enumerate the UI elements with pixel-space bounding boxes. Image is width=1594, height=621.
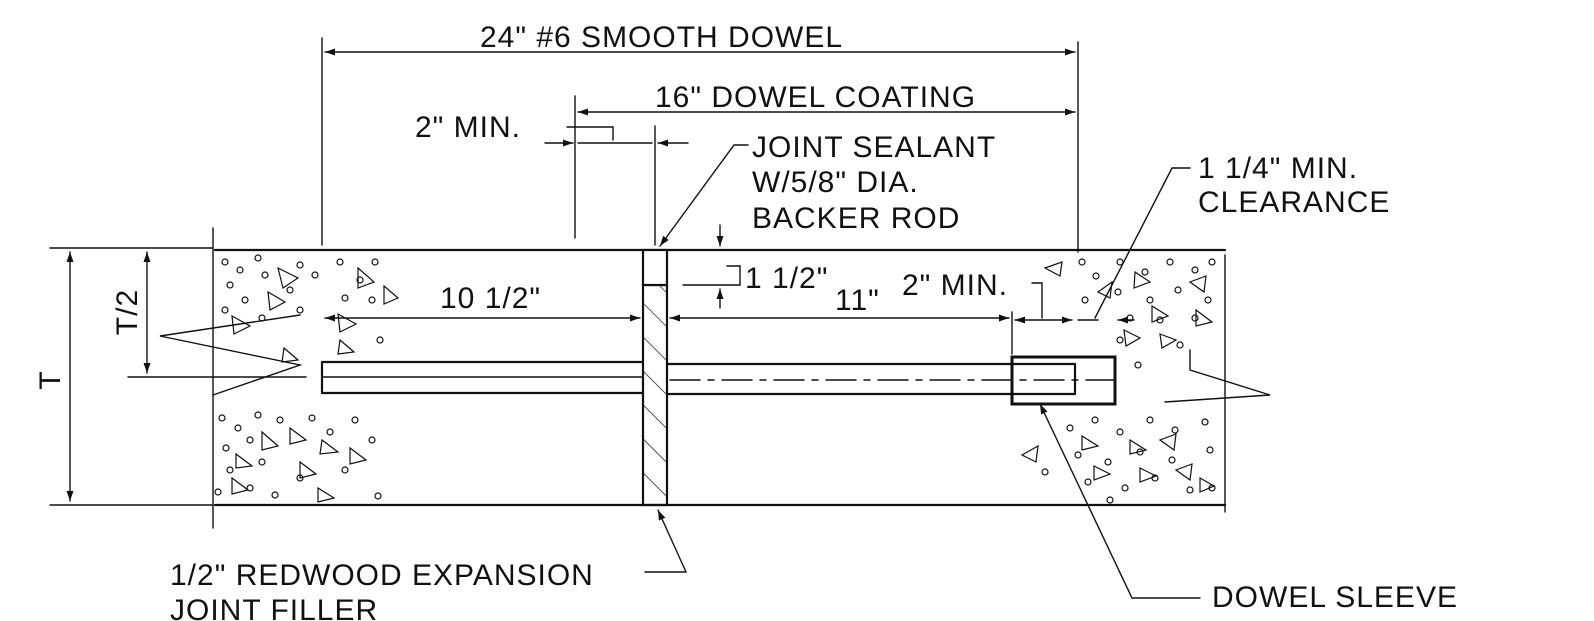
aggregate-texture (214, 254, 1216, 504)
clearance-label-line2: CLEARANCE (1198, 186, 1390, 219)
coating-min-label: 2" MIN. (415, 111, 521, 144)
filler-label-line1: 1/2" REDWOOD EXPANSION (170, 559, 594, 592)
dim-dowel-coating (574, 95, 1076, 239)
filler-leader (644, 509, 688, 573)
sealant-leader (659, 144, 749, 247)
dowel-bar (127, 360, 1116, 396)
clearance-label-line1: 1 1/4" MIN. (1198, 152, 1358, 185)
break-line-left (159, 314, 303, 396)
expansion-joint-filler (641, 248, 669, 507)
half-thickness-label: T/2 (111, 289, 144, 335)
dim-thickness (49, 247, 213, 506)
slab-outline (212, 227, 1227, 529)
dim-dowel-length (321, 37, 1079, 253)
break-line-right (1164, 349, 1271, 403)
sleeve-label: DOWEL SLEEVE (1212, 581, 1458, 614)
sealant-label-line2: W/5/8" DIA. (752, 166, 919, 199)
left-embed-label: 10 1/2" (440, 282, 541, 315)
dowel-length-label: 24" #6 SMOOTH DOWEL (480, 21, 843, 54)
dowel-sleeve (1010, 355, 1117, 406)
sealant-label-line3: BACKER ROD (752, 202, 960, 235)
right-embed-label: 11" (835, 284, 880, 317)
dim-sealant-depth (682, 224, 741, 309)
dim-coating-min (544, 125, 689, 246)
sealant-label-line1: JOINT SEALANT (752, 131, 996, 164)
dim-sleeve-min (1011, 282, 1135, 355)
filler-label-line2: JOINT FILLER (170, 594, 378, 621)
thickness-label: T (34, 370, 67, 389)
sealant-depth-label: 1 1/2" (745, 262, 828, 295)
sleeve-min-label: 2" MIN. (902, 269, 1008, 302)
sleeve-leader (1039, 403, 1201, 599)
dowel-coating-label: 16" DOWEL COATING (655, 81, 976, 114)
clearance-leader (1094, 167, 1191, 319)
